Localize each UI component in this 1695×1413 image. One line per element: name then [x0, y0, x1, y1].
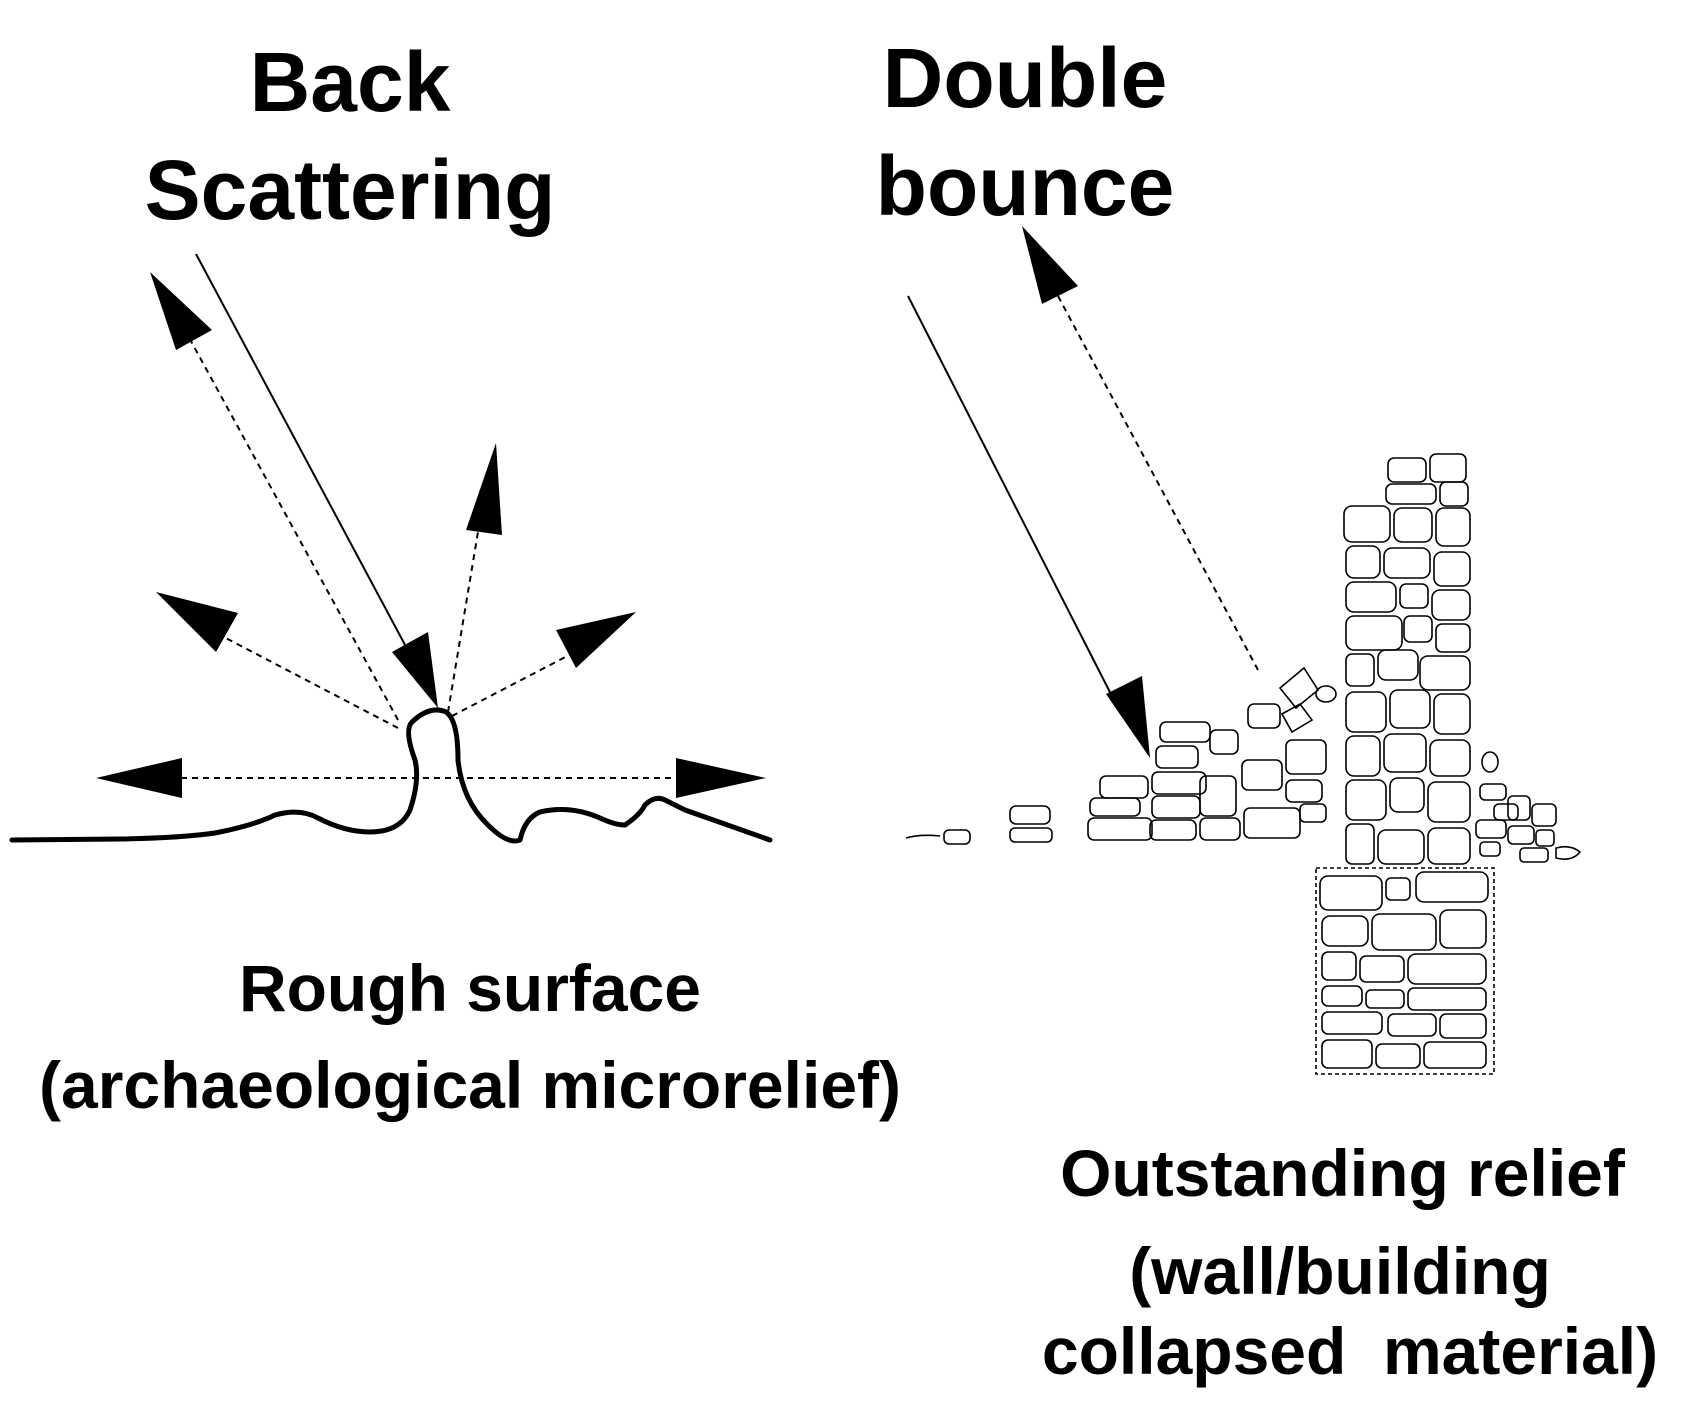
- double-bounce-ray: [1057, 295, 1259, 671]
- back-scattering-line1: Back: [249, 35, 451, 129]
- scatter-arrowhead-upper-left: [156, 592, 238, 652]
- rough-surface-panel: [9, 253, 773, 844]
- incident-ray-left: [195, 253, 413, 659]
- backscatter-ray: [185, 331, 399, 721]
- back-scattering-label: Back Scattering: [90, 28, 610, 244]
- collapsed-material-left: [905, 666, 1337, 845]
- rough-surface-title: Rough surface: [238, 951, 702, 1025]
- scatter-arrowhead-upper-right: [556, 612, 636, 668]
- rough-surface-profile: [9, 707, 773, 844]
- buried-foundation: [1315, 867, 1495, 1075]
- outstanding-relief-subtitle-line2: collapsed material): [1041, 1314, 1659, 1388]
- foundation-stones: [1319, 871, 1489, 1069]
- wall-stones: [1343, 453, 1471, 865]
- wall-panel: [905, 226, 1582, 1075]
- double-bounce-label: Double bounce: [830, 24, 1220, 240]
- scatter-arrowhead-left: [96, 758, 182, 798]
- outstanding-relief-title: Outstanding relief: [1060, 1136, 1625, 1210]
- outstanding-relief-subtitle-line1: (wall/building: [1129, 1234, 1551, 1308]
- scatter-arrowhead-up: [466, 443, 502, 535]
- scatter-ray-upper-left: [219, 634, 399, 729]
- double-bounce-arrowhead: [1022, 226, 1078, 304]
- backscatter-arrowhead: [150, 272, 212, 350]
- scatter-ray-upper-right: [451, 651, 576, 717]
- incident-ray-right: [907, 295, 1117, 705]
- incident-arrowhead-right: [1106, 676, 1150, 758]
- scatter-ray-up: [447, 519, 481, 713]
- double-bounce-line2: bounce: [875, 139, 1175, 233]
- scatter-arrowhead-right: [676, 758, 766, 798]
- back-scattering-line2: Scattering: [144, 143, 556, 237]
- rough-surface-subtitle: (archaeological microrelief): [39, 1048, 901, 1122]
- incident-arrowhead-left: [392, 632, 438, 708]
- double-bounce-line1: Double: [882, 31, 1168, 125]
- collapsed-material-right: [1475, 751, 1582, 863]
